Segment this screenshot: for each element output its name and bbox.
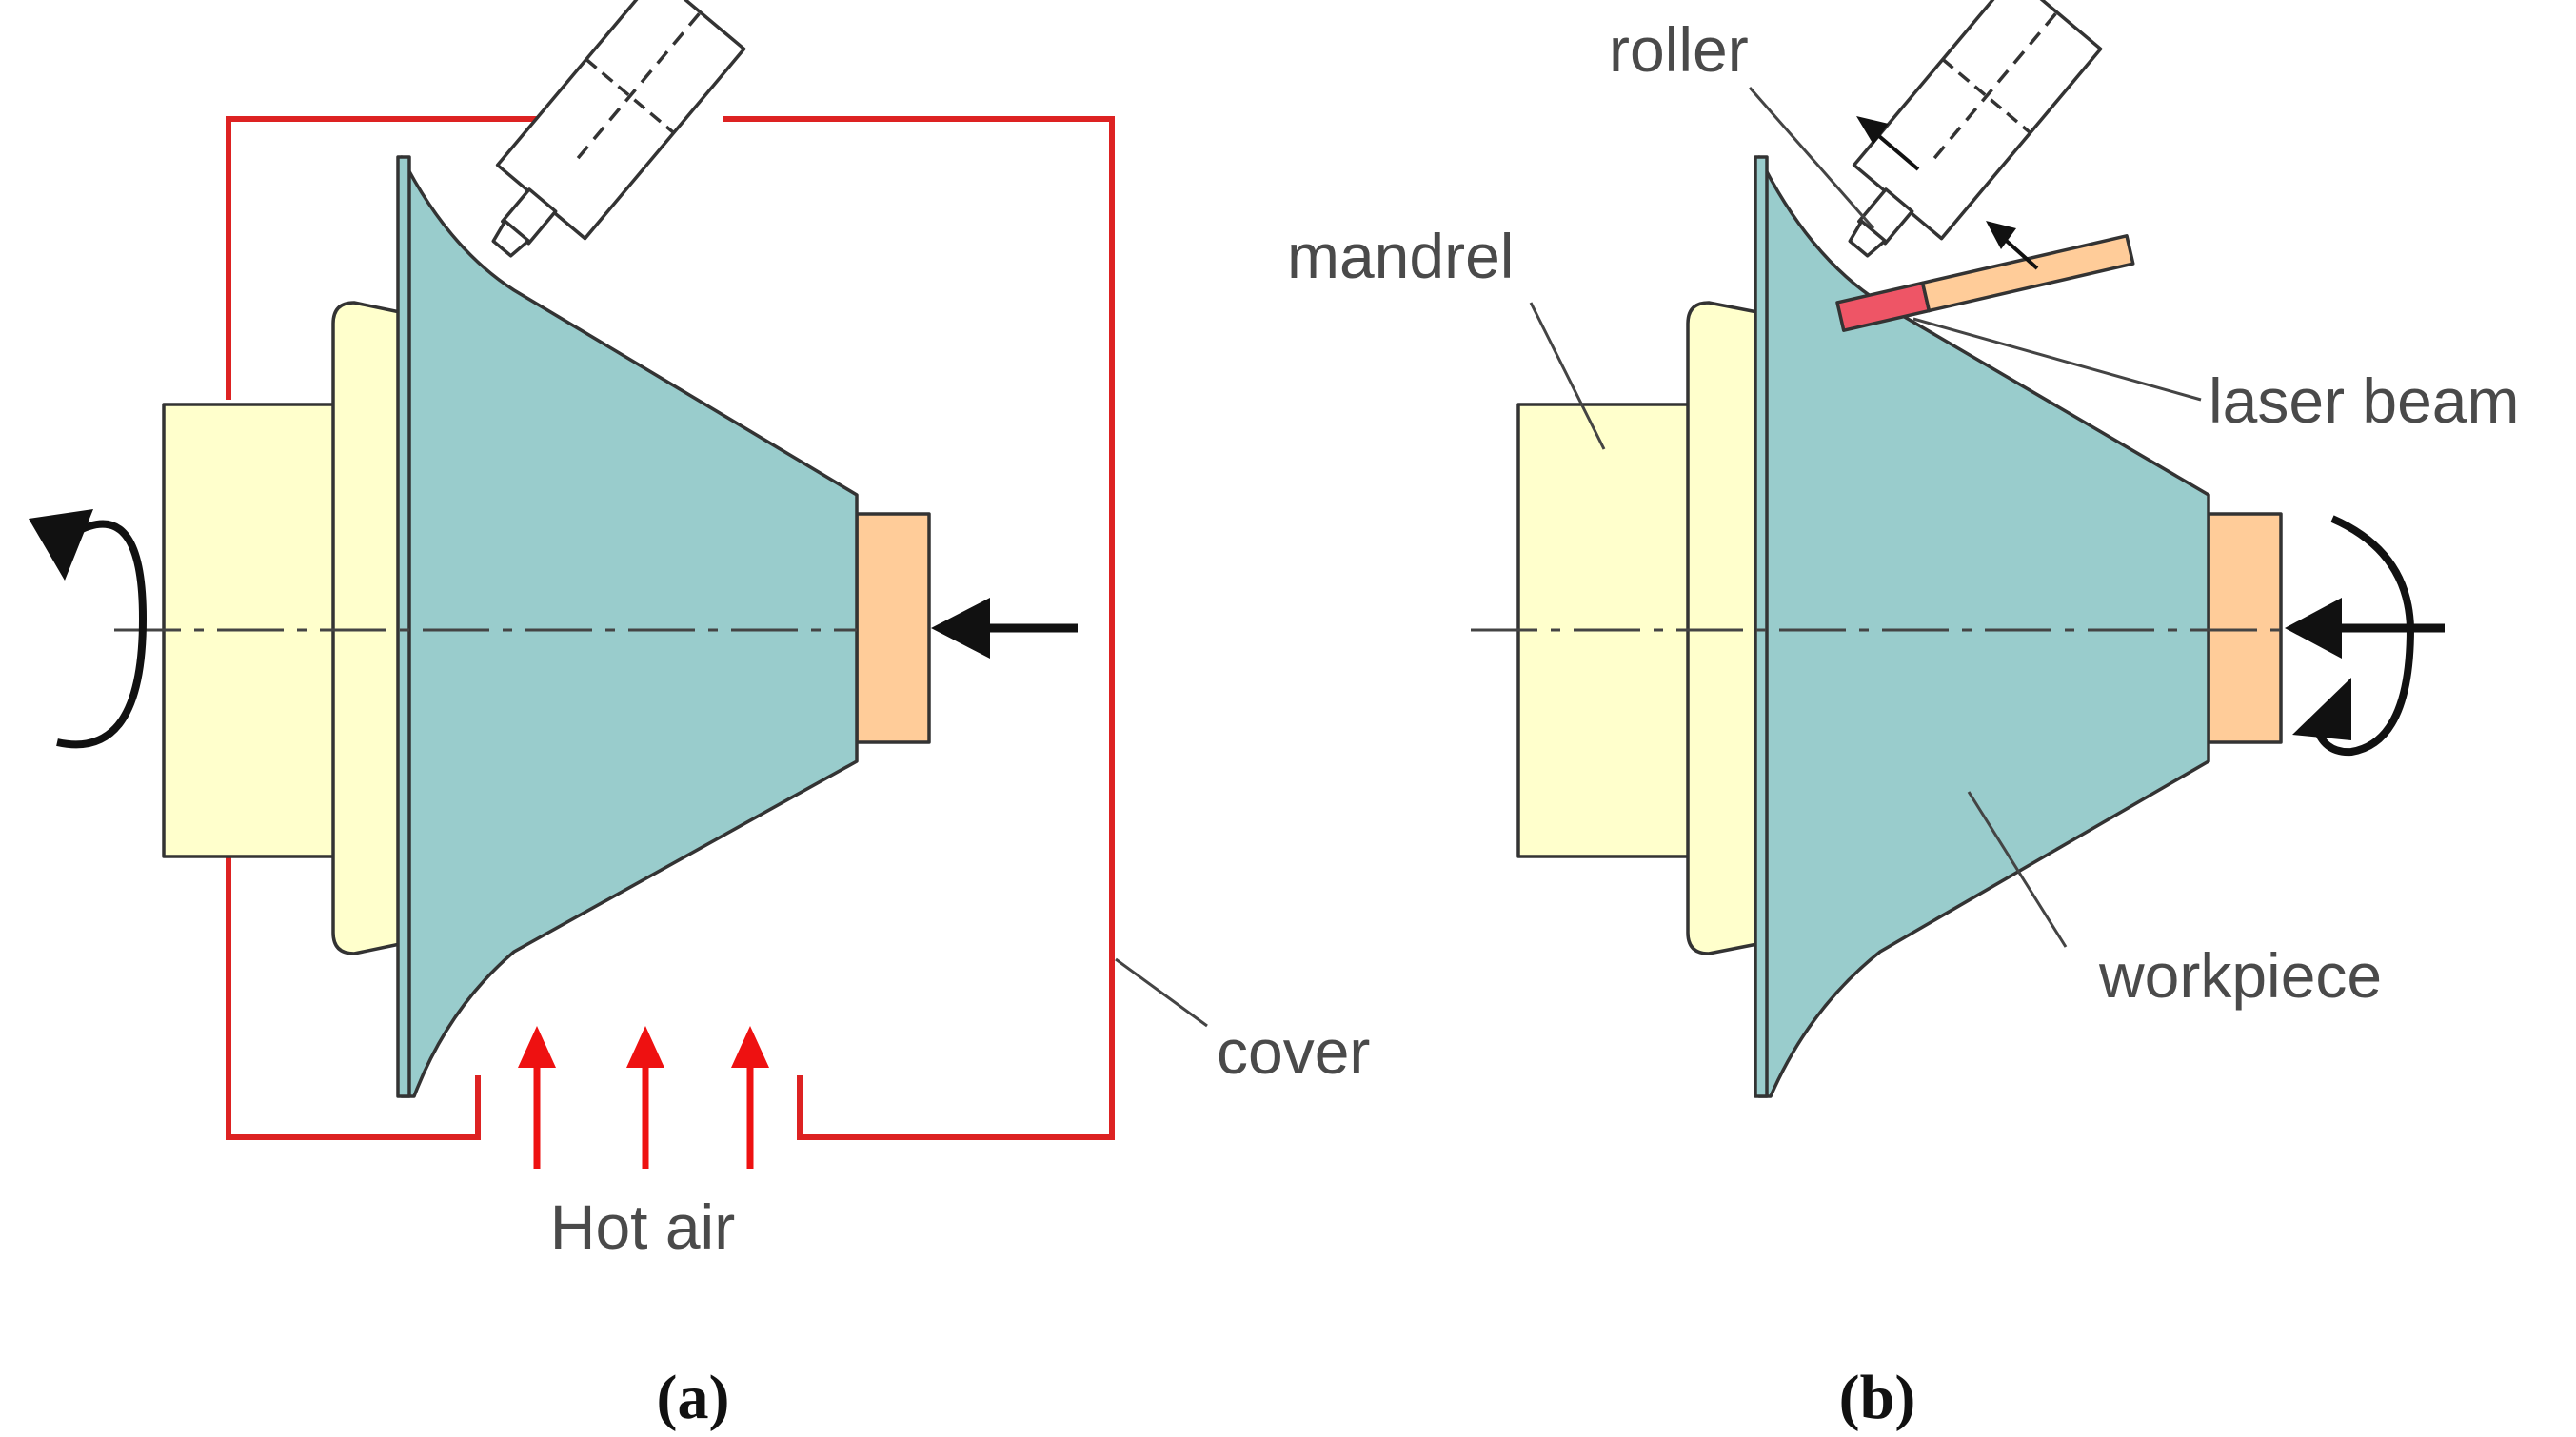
mandrel-flange [1686,301,1759,955]
cover-label: cover [1217,1016,1370,1087]
tailstock-pad [2207,512,2283,744]
panel-b-caption: (b) [1839,1363,1916,1432]
roller-leader-line [1748,87,1875,229]
mandrel-label: mandrel [1287,221,1514,291]
laser-motion-arrow [1986,221,2039,270]
roller-tool [491,0,746,258]
laser-beam-label: laser beam [2209,365,2520,436]
cover-leader-line [1115,957,1208,1028]
panel-a-caption: (a) [657,1363,730,1432]
cover-bottom-left [226,856,481,1140]
mandrel-leader-line [1529,302,1606,450]
hot-air-arrow [731,1026,769,1169]
roller-tool [1848,0,2103,258]
roller-wheel [491,219,530,258]
workpiece-back-plate [396,155,411,1098]
workpiece-cone [1757,155,2210,1098]
cover-top-right [723,116,1115,1140]
roller-wheel [1848,219,1887,258]
axial-force-arrow-a [931,598,1078,659]
hot-air-label: Hot air [550,1191,735,1262]
cover-enclosure [226,116,1115,1140]
mandrel-flange [331,301,402,955]
hot-air-arrows [518,1026,769,1169]
tool-motion-arrow [1856,116,1920,171]
laser-beam-leader-line [1912,317,2202,402]
laser-beam-body [1920,234,2135,313]
hot-air-arrow [518,1026,556,1169]
rotation-arrow-b [2292,515,2415,757]
axial-force-arrow-b [2285,598,2445,659]
panel-b: roller mandrel laser beam workpiece (b) [1287,0,2520,1432]
panel-a: cover Hot air (a) [29,0,1370,1432]
rotation-arrow-a [29,509,148,749]
workpiece-label: workpiece [2098,940,2382,1011]
roller-label: roller [1609,14,1749,85]
cover-top [226,116,552,400]
workpiece-back-plate [1754,155,1769,1098]
hot-air-arrow [626,1026,664,1169]
laser-beam [1835,234,2135,332]
workpiece-cone [400,155,859,1098]
tailstock-pad [855,512,931,744]
workpiece-leader-line [1967,791,2068,948]
